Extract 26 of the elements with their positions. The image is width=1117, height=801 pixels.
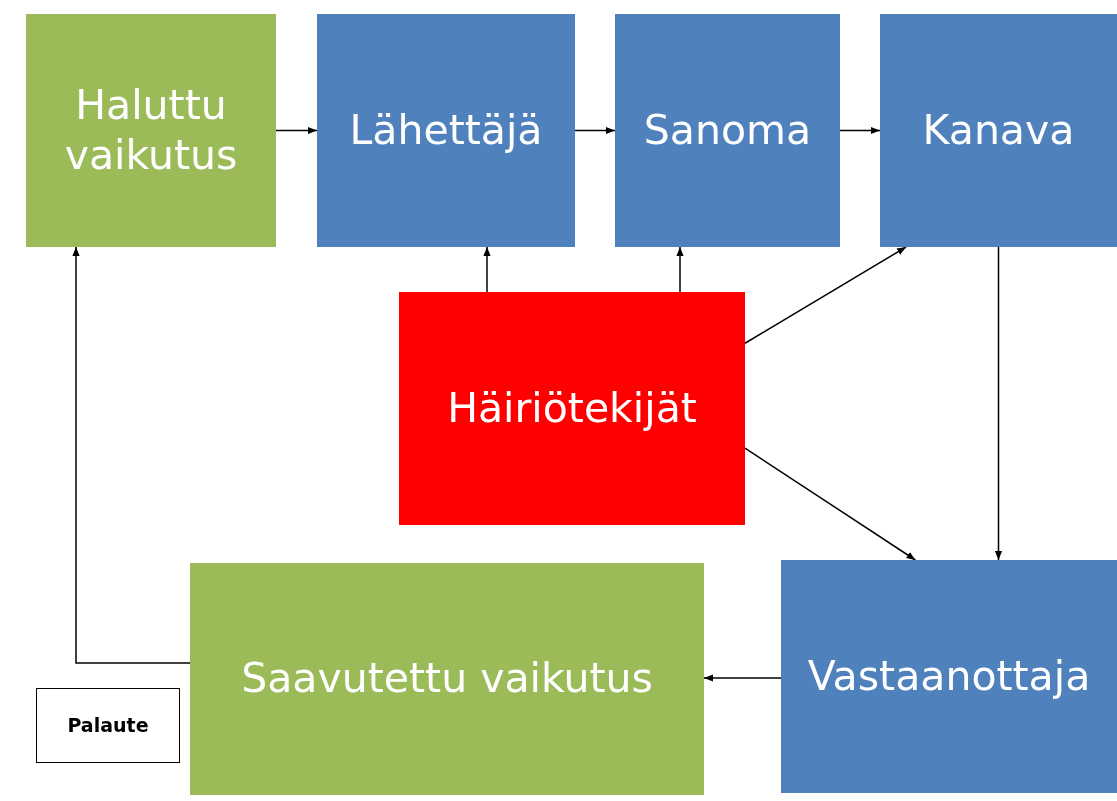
arrow (574, 126, 616, 135)
node-label: Vastaanottaja (806, 651, 1092, 702)
arrow (72, 246, 191, 664)
process-box (26, 14, 276, 247)
arrow (703, 674, 782, 682)
node-label: Lähettäjä (348, 105, 544, 156)
process-box (190, 563, 704, 795)
note-box (36, 688, 180, 763)
arrow (275, 126, 318, 135)
process-box (317, 14, 575, 247)
process-box (880, 14, 1117, 247)
node-label: Saavutettu vaikutus (240, 654, 654, 704)
arrow (676, 246, 684, 293)
node-label: Kanava (921, 105, 1076, 156)
arrow (744, 447, 917, 561)
process-box (615, 14, 840, 247)
node-label: Haluttu vaikutus (63, 81, 239, 180)
process-box (781, 560, 1117, 793)
node-label: Häiriötekijät (446, 383, 698, 434)
node-label: Palaute (66, 714, 150, 737)
process-box (399, 292, 745, 525)
arrow (483, 246, 491, 293)
node-label: Sanoma (642, 105, 813, 156)
arrow (994, 246, 1003, 561)
arrow (839, 126, 881, 135)
arrow (744, 246, 907, 344)
